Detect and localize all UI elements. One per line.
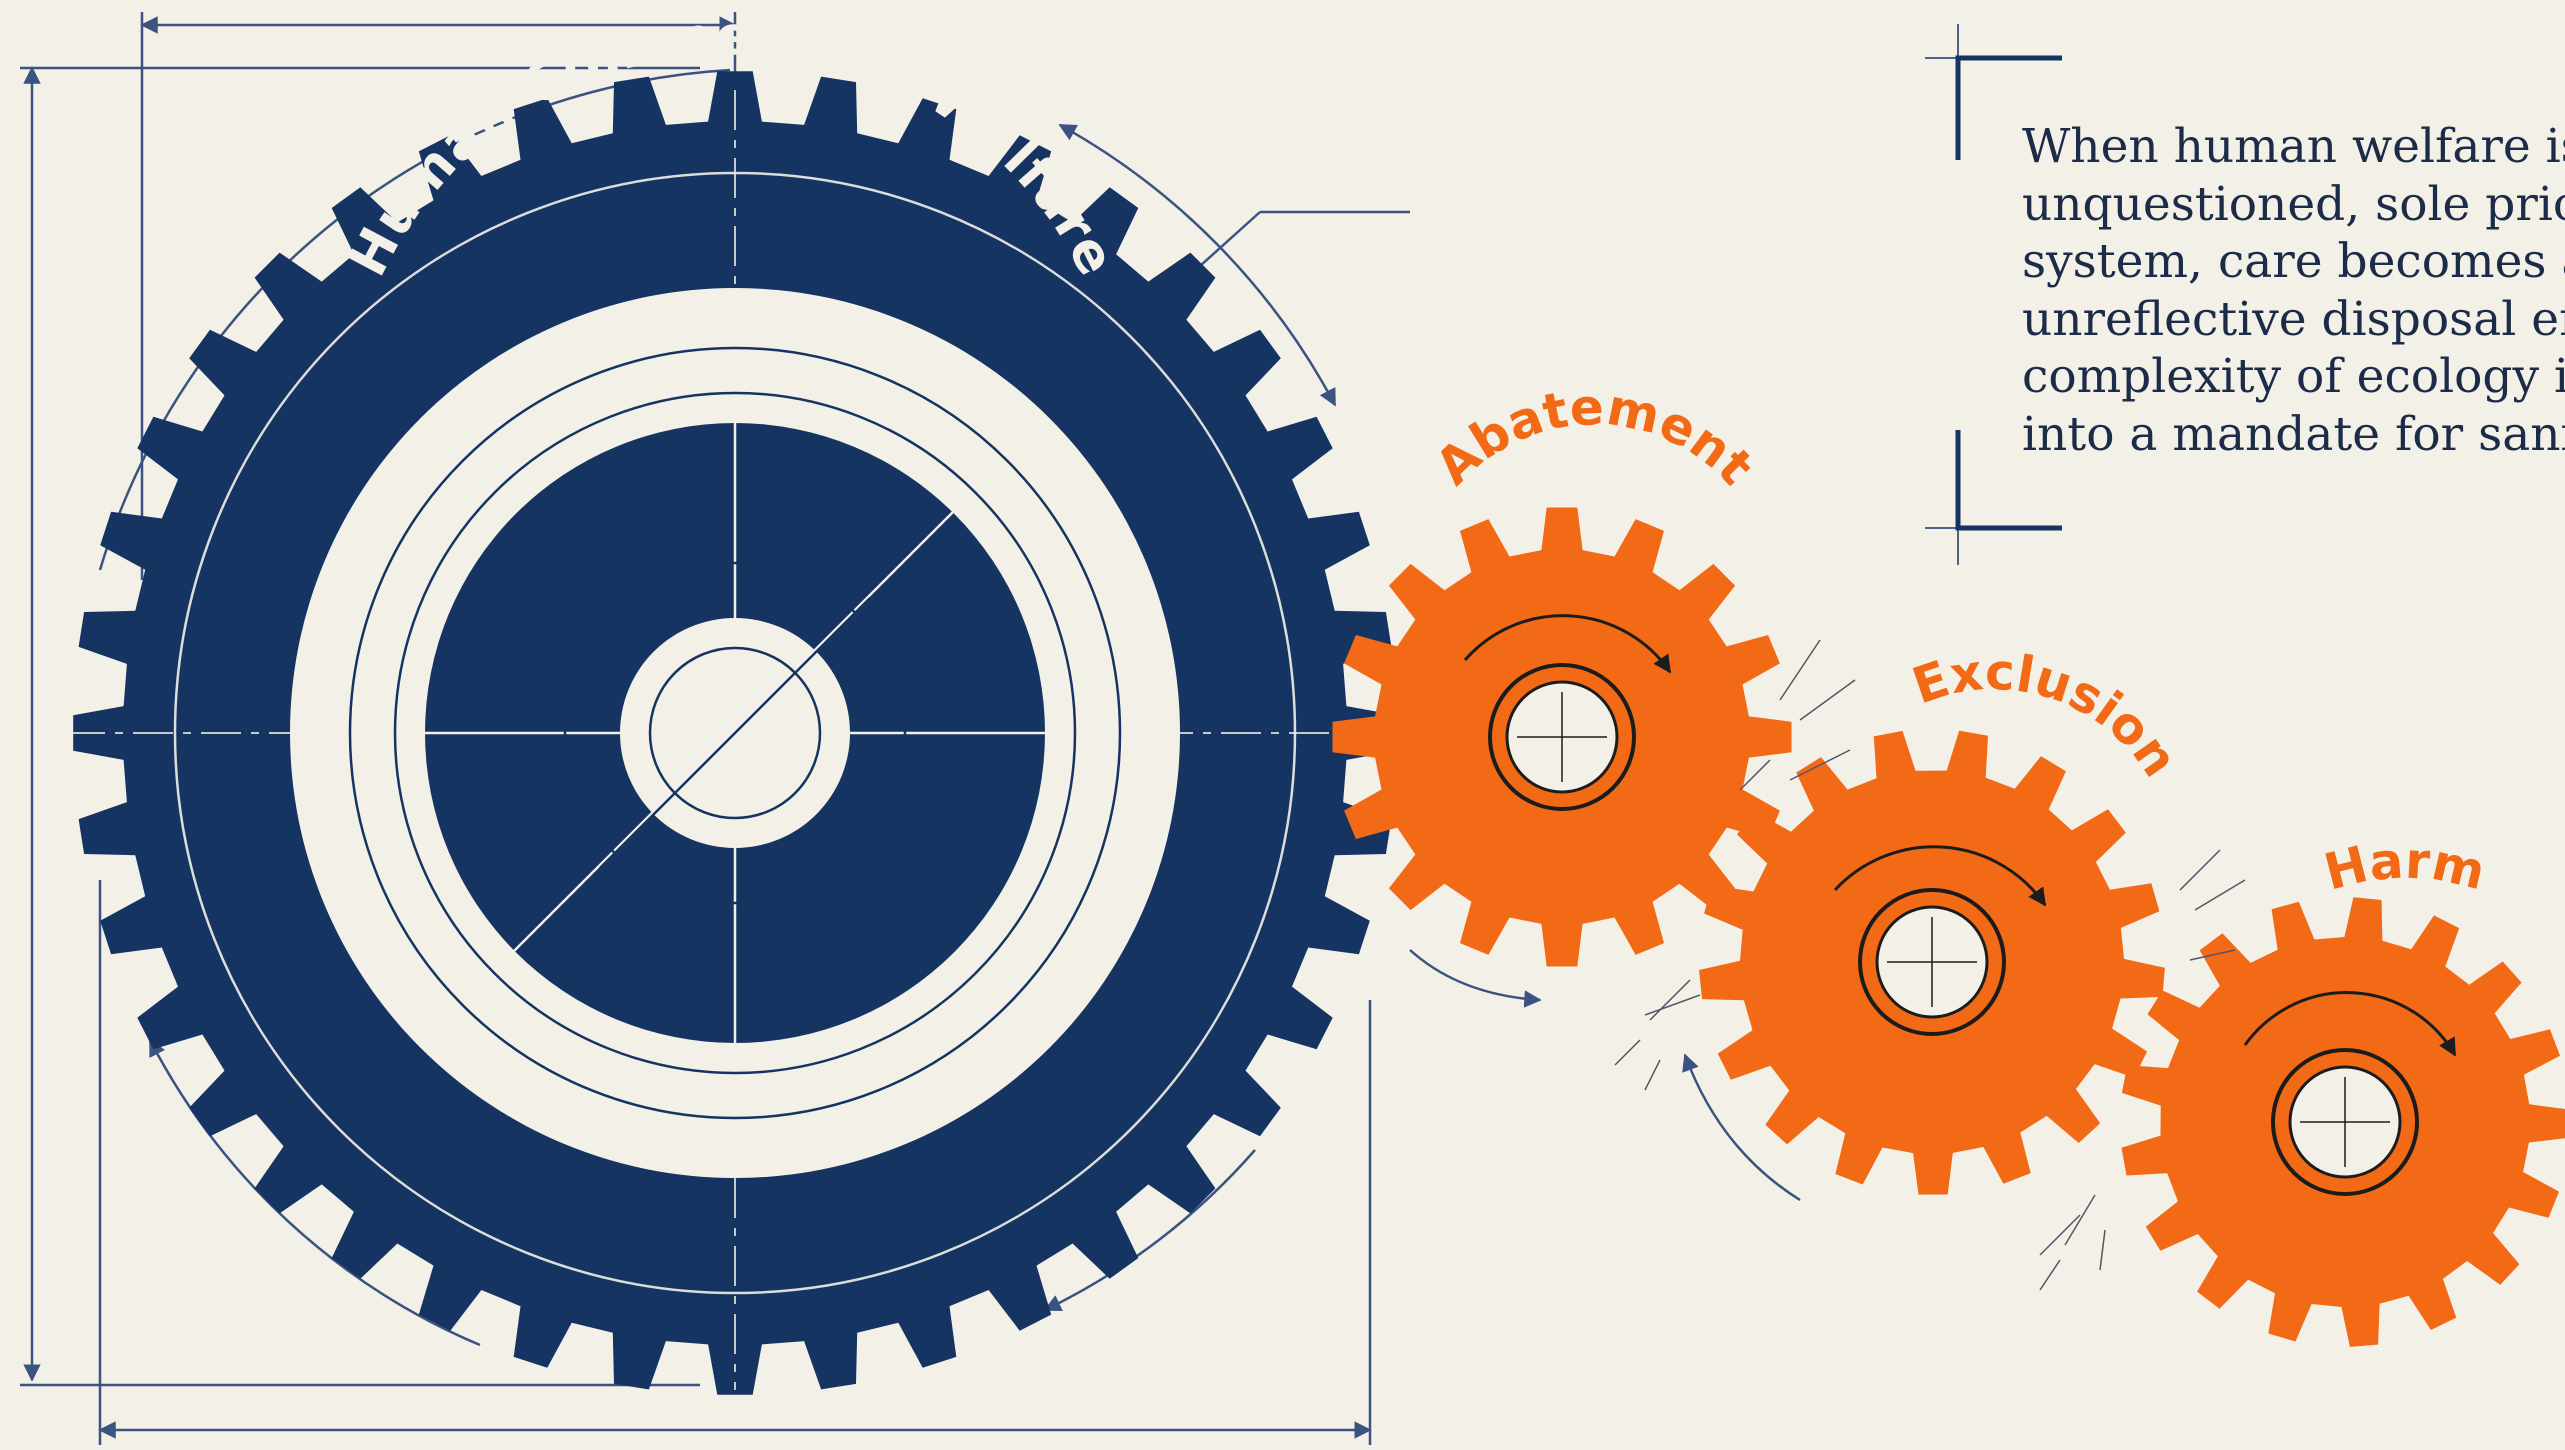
motion-arrows (1409, 949, 1801, 1202)
rotation-arrows (1463, 614, 2457, 1057)
quote-line: unquestioned, sole prior (2022, 176, 2565, 232)
quote-line: When human welfare is (2022, 119, 2565, 174)
friction-sparks (1614, 639, 2246, 1291)
harm-label: Harm (2319, 831, 2491, 901)
main-gear-inner-lines (348, 346, 1122, 1120)
gearExcl-hub-ring (1858, 888, 2006, 1036)
main-gear-markings (65, 90, 1375, 1390)
abatement-label: Abatement (1424, 378, 1764, 496)
gearAbate-hub-ring (1488, 663, 1636, 811)
quote-line: unreflective disposal eng (2022, 291, 2565, 347)
quote-text: When human welfare is unquestioned, sole… (2022, 118, 2565, 463)
quote-brackets (1925, 24, 2062, 565)
abatement-gear (1332, 507, 1792, 967)
gearHarm-hub-ring (2271, 1048, 2419, 1196)
quote-line: into a mandate for sanita (2022, 406, 2565, 462)
quote-line: system, care becomes ar (2022, 234, 2565, 289)
harm-gear (2121, 897, 2565, 1347)
quote-line: complexity of ecology is (2022, 349, 2565, 404)
exclusion-gear (1699, 730, 2165, 1195)
blueprint-dimension-lines (20, 12, 1410, 1445)
